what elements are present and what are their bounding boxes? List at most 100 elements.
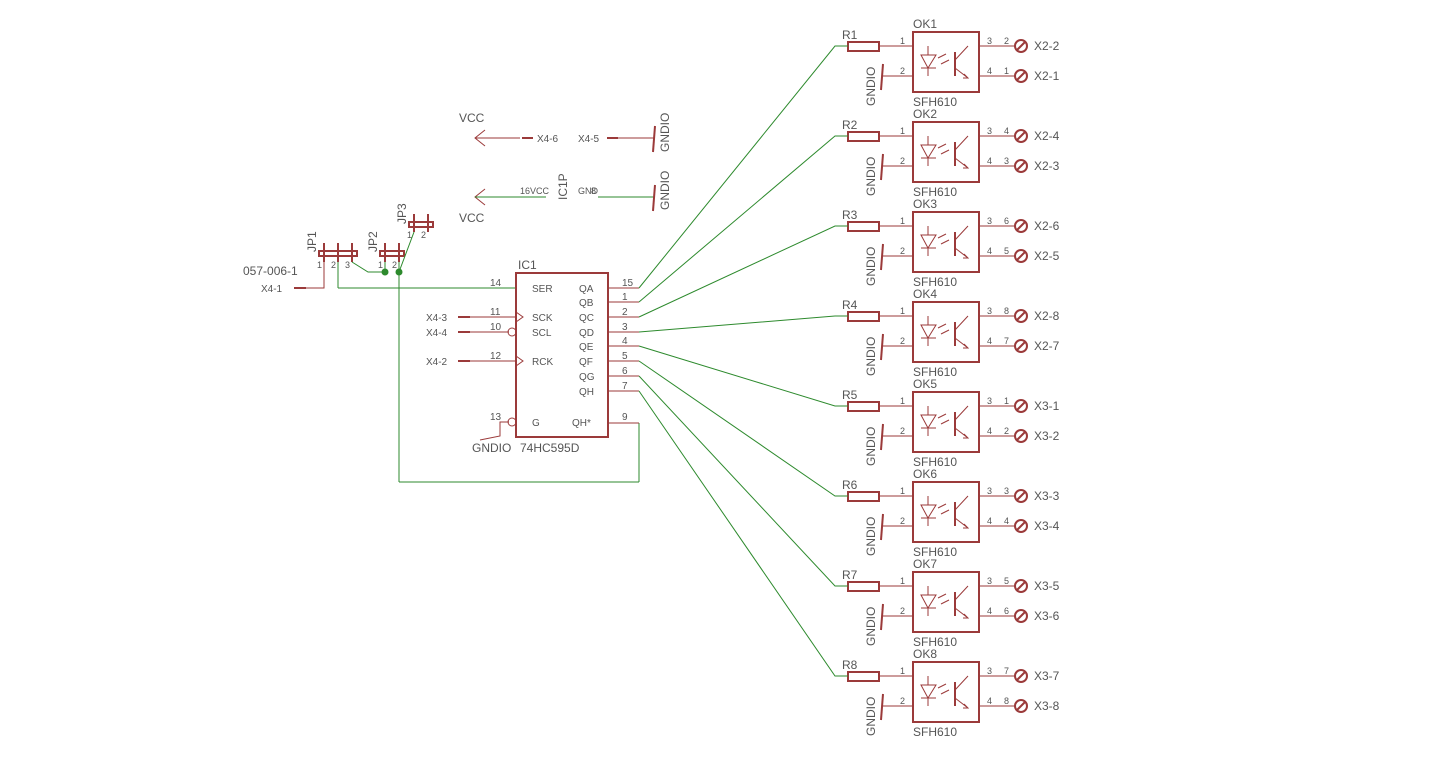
- jp3-label: JP3: [395, 203, 409, 224]
- ic1-shift-register: IC1 74HC595D SER 14 SCK 11 X4-3 SCL 10 X…: [426, 258, 639, 455]
- opto-gndio: GNDIO: [864, 67, 878, 106]
- gndio-symbol-icon: [652, 184, 656, 212]
- terminal-icon: [1014, 249, 1028, 263]
- terminal-label-top: X2-8: [1034, 309, 1060, 323]
- power-section: VCC X4-6 X4-5 GNDIO VCC 16 VCC IC1P GND …: [459, 111, 672, 225]
- resistor-body: [847, 131, 880, 142]
- opto-pin2: 2: [900, 426, 905, 436]
- light-arrow-icon: [937, 593, 950, 605]
- opto-pin1: 1: [900, 306, 905, 316]
- opto-gndio: GNDIO: [864, 517, 878, 556]
- clock-triangle-icon: [515, 355, 524, 367]
- terminal-icon: [1014, 69, 1028, 83]
- vcc-label-2: VCC: [459, 211, 485, 225]
- terminal-slash-icon: [1016, 581, 1026, 591]
- resistor-label: R3: [842, 208, 858, 222]
- terminal-label-top: X3-5: [1034, 579, 1060, 593]
- terminal-pin-bottom: 6: [1004, 606, 1009, 616]
- opto-body: [912, 481, 980, 543]
- ic1-pin2-num: 2: [622, 307, 628, 318]
- opto-gndio: GNDIO: [864, 337, 878, 376]
- vcc-label-1: VCC: [459, 111, 485, 125]
- resistor-body: [847, 671, 880, 682]
- opto-pin4: 4: [987, 426, 992, 436]
- ic1-pin-sck: SCK: [532, 313, 553, 324]
- terminal-label-top: X2-2: [1034, 39, 1060, 53]
- terminal-label-top: X3-7: [1034, 669, 1060, 683]
- jp2-pin1-num: 1: [378, 260, 383, 270]
- opto-pin3: 3: [987, 486, 992, 496]
- resistor-label: R8: [842, 658, 858, 672]
- jp1-pin1-num: 1: [317, 260, 322, 270]
- opto-pin1: 1: [900, 216, 905, 226]
- light-arrow-icon: [937, 233, 950, 245]
- ic1-pin-qd: QD: [579, 328, 594, 339]
- gndio-symbol-icon: [880, 153, 884, 181]
- signal-wire: [638, 45, 848, 289]
- jp2-body: [379, 250, 405, 257]
- opto-pin2: 2: [900, 156, 905, 166]
- ic1-pin6-num: 6: [622, 366, 628, 377]
- resistor-body: [847, 221, 880, 232]
- light-arrow-icon: [937, 413, 950, 425]
- jumper-section: 057-006-1 X4-1 JP1 1 2 3 JP2 1 2 JP3 1 2: [243, 203, 640, 483]
- ic1-net-x4-2: X4-2: [426, 357, 448, 368]
- opto-name: OK6: [913, 467, 937, 481]
- opto-pin4: 4: [987, 336, 992, 346]
- connector-label: 057-006-1: [243, 264, 298, 278]
- opto-gndio: GNDIO: [864, 157, 878, 196]
- terminal-slash-icon: [1016, 701, 1026, 711]
- gndio-symbol-icon: [880, 243, 884, 271]
- terminal-icon: [1014, 39, 1028, 53]
- terminal-icon: [1014, 519, 1028, 533]
- signal-wire: [638, 360, 848, 497]
- ic1-pin12-num: 12: [490, 351, 502, 362]
- light-arrow-icon: [937, 143, 950, 155]
- opto-body: [912, 301, 980, 363]
- resistor-body: [847, 401, 880, 412]
- gndio-label-1: GNDIO: [658, 113, 672, 152]
- transistor-leads-icon: [954, 45, 970, 79]
- signal-wire: [638, 315, 848, 333]
- jp2-label: JP2: [366, 231, 380, 252]
- signal-wire: [638, 390, 848, 677]
- opto-pin2: 2: [900, 246, 905, 256]
- jp3-body: [408, 221, 434, 228]
- transistor-leads-icon: [954, 405, 970, 439]
- terminal-label-bottom: X2-1: [1034, 69, 1060, 83]
- ic1-pin11-num: 11: [490, 307, 501, 318]
- x4-1-label: X4-1: [261, 284, 283, 295]
- opto-part: SFH610: [913, 95, 957, 109]
- terminal-icon: [1014, 699, 1028, 713]
- ic1-body: [515, 272, 609, 438]
- terminal-label-bottom: X2-7: [1034, 339, 1060, 353]
- opto-gndio: GNDIO: [864, 427, 878, 466]
- gndio-symbol-icon: [880, 693, 884, 721]
- terminal-label-bottom: X3-8: [1034, 699, 1060, 713]
- ic1p-vcc-text: VCC: [530, 186, 550, 196]
- jp3-pin1-num: 1: [407, 230, 412, 240]
- opto-name: OK4: [913, 287, 937, 301]
- ic1-pin-qb: QB: [579, 298, 594, 309]
- ic1p-label: IC1P: [556, 173, 570, 200]
- opto-pin3: 3: [987, 396, 992, 406]
- terminal-icon: [1014, 609, 1028, 623]
- light-arrow-icon: [937, 683, 950, 695]
- opto-part: SFH610: [913, 365, 957, 379]
- ic1-pin1-num: 1: [622, 292, 628, 303]
- ic1-pin-qg: QG: [579, 372, 595, 383]
- gndio-symbol-icon: [880, 603, 884, 631]
- terminal-pin-top: 5: [1004, 576, 1009, 586]
- inversion-bubble-icon: [507, 327, 517, 337]
- terminal-pin-bottom: 8: [1004, 696, 1009, 706]
- jp1-pin3-num: 3: [345, 260, 350, 270]
- ic1p-pin16: 16: [520, 186, 530, 196]
- opto-body: [912, 121, 980, 183]
- terminal-icon: [1014, 399, 1028, 413]
- ic1-pin4-num: 4: [622, 336, 628, 347]
- resistor-label: R1: [842, 28, 858, 42]
